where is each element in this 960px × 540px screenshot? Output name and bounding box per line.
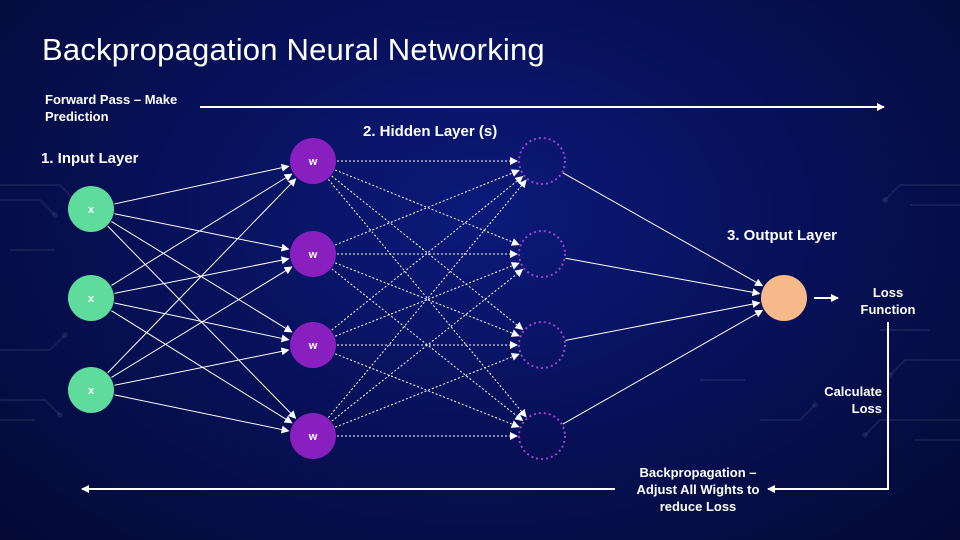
edge-hidden-to-output bbox=[565, 300, 761, 341]
output-layer-label: 3. Output Layer bbox=[727, 227, 838, 244]
edge-weight-to-hidden bbox=[331, 268, 524, 422]
circuit-trace bbox=[889, 359, 960, 376]
network-nodes: x x x w w w w bbox=[68, 137, 807, 460]
hidden-node bbox=[518, 412, 566, 460]
hidden-node bbox=[518, 137, 566, 185]
calculate-loss-label: Calculate Loss bbox=[824, 384, 882, 416]
circuit-trace bbox=[0, 399, 61, 416]
circuit-dot bbox=[52, 212, 58, 218]
edge-input-to-weight bbox=[107, 178, 297, 374]
edge-weight-to-hidden bbox=[335, 169, 520, 246]
circuit-trace bbox=[0, 334, 66, 351]
hidden-node bbox=[518, 321, 566, 369]
weight-node-label: w bbox=[308, 249, 318, 261]
edge-input-to-weight bbox=[114, 347, 290, 386]
edge-hidden-to-output bbox=[565, 257, 761, 297]
edge-weight-to-hidden bbox=[327, 179, 527, 418]
input-node bbox=[68, 275, 114, 321]
edge-input-to-weight bbox=[114, 302, 290, 343]
input-node-label: x bbox=[88, 204, 95, 216]
circuit-dot bbox=[862, 432, 868, 438]
circuit-dot bbox=[812, 402, 818, 408]
edge-weight-to-hidden bbox=[335, 262, 520, 337]
edge-input-to-weight bbox=[111, 221, 293, 333]
weight-node bbox=[290, 413, 336, 459]
loss-function-label: Loss Function bbox=[860, 285, 916, 317]
weight-node bbox=[290, 138, 336, 184]
input-node bbox=[68, 367, 114, 413]
weight-node-label: w bbox=[308, 340, 318, 352]
input-node bbox=[68, 186, 114, 232]
circuit-trace bbox=[760, 404, 816, 421]
edge-input-to-weight bbox=[111, 310, 293, 424]
edge-input-to-weight bbox=[114, 394, 290, 434]
edge-weight-to-hidden bbox=[335, 262, 520, 337]
hidden-node bbox=[518, 230, 566, 278]
input-layer-label: 1. Input Layer bbox=[41, 150, 139, 167]
input-node-label: x bbox=[88, 385, 95, 397]
network-connections bbox=[107, 157, 764, 440]
edge-weight-to-hidden bbox=[335, 353, 520, 428]
circuit-trace bbox=[864, 419, 960, 436]
weight-node bbox=[290, 322, 336, 368]
output-node bbox=[761, 275, 807, 321]
edge-weight-to-hidden bbox=[327, 179, 527, 418]
weight-node-label: w bbox=[308, 431, 318, 443]
edge-weight-to-hidden bbox=[335, 169, 520, 246]
weight-node bbox=[290, 231, 336, 277]
edge-input-to-weight bbox=[114, 213, 290, 252]
edge-hidden-to-output bbox=[562, 309, 764, 425]
backpropagation-label: Backpropagation – Adjust All Wights to r… bbox=[636, 465, 760, 514]
edge-weight-to-hidden bbox=[331, 176, 524, 331]
circuit-trace bbox=[0, 199, 56, 216]
circuit-dot bbox=[57, 412, 63, 418]
hidden-layer-label: 2. Hidden Layer (s) bbox=[363, 123, 498, 140]
edge-input-to-weight bbox=[111, 173, 293, 286]
input-node-label: x bbox=[88, 293, 95, 305]
edge-weight-to-hidden bbox=[331, 175, 524, 330]
flow-arrows bbox=[81, 103, 889, 493]
weight-node-label: w bbox=[308, 156, 318, 168]
slide-title: Backpropagation Neural Networking bbox=[42, 32, 545, 67]
forward-pass-label: Forward Pass – Make Prediction bbox=[45, 92, 178, 124]
edge-input-to-weight bbox=[111, 266, 293, 378]
edge-weight-to-hidden bbox=[335, 353, 520, 428]
circuit-trace bbox=[884, 184, 960, 201]
circuit-dot bbox=[62, 332, 68, 338]
circuit-trace bbox=[0, 184, 76, 201]
loss-return-arrow bbox=[767, 322, 889, 493]
edge-hidden-to-output bbox=[562, 172, 764, 287]
edge-input-to-weight bbox=[114, 163, 290, 205]
edge-weight-to-hidden bbox=[331, 268, 524, 422]
circuit-dot bbox=[882, 197, 888, 203]
